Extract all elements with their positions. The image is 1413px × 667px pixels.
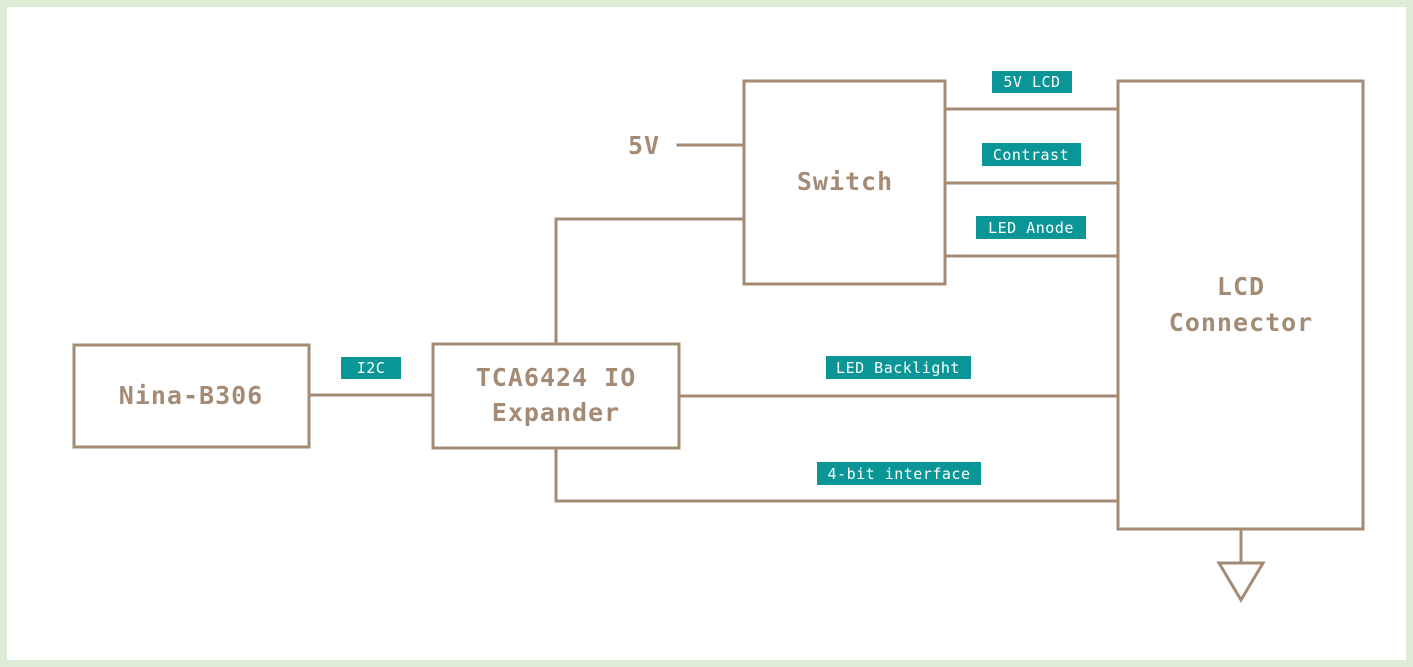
signal-tag-led-anode-text: LED Anode — [988, 219, 1074, 237]
ground-symbol-icon — [1216, 527, 1266, 603]
signal-tag-i2c-text: I2C — [357, 359, 386, 377]
wires — [307, 107, 1120, 503]
signal-tag-i2c: I2C — [341, 357, 401, 379]
block-tca6424-label-line2: Expander — [492, 398, 620, 427]
block-lcd-label-line2: Connector — [1169, 308, 1313, 337]
block-lcd-label-line1: LCD — [1217, 272, 1265, 301]
block-switch: Switch — [742, 79, 947, 286]
block-nina-b306: Nina-B306 — [72, 343, 311, 449]
block-nina-b306-label: Nina-B306 — [119, 381, 263, 410]
block-switch-label: Switch — [797, 167, 893, 196]
signal-tag-led-backlight-text: LED Backlight — [836, 359, 960, 377]
wire-tca-to-switch — [554, 217, 746, 346]
signal-tag-contrast-text: Contrast — [993, 146, 1069, 164]
signal-tag-4bit-interface: 4-bit interface — [817, 462, 981, 485]
signal-tag-led-backlight: LED Backlight — [826, 356, 971, 379]
signal-tag-4bit-interface-text: 4-bit interface — [828, 465, 971, 483]
signal-tag-5v-lcd: 5V LCD — [992, 71, 1072, 93]
wire-4bit-interface — [554, 446, 1120, 503]
block-tca6424: TCA6424 IO Expander — [431, 342, 681, 450]
block-tca6424-label-line1: TCA6424 IO — [476, 363, 637, 392]
signal-tag-led-anode: LED Anode — [976, 216, 1086, 239]
power-input-label: 5V — [628, 131, 660, 160]
signal-tag-contrast: Contrast — [982, 143, 1081, 166]
signal-tag-5v-lcd-text: 5V LCD — [1003, 73, 1060, 91]
block-lcd-connector: LCD Connector — [1116, 79, 1365, 531]
